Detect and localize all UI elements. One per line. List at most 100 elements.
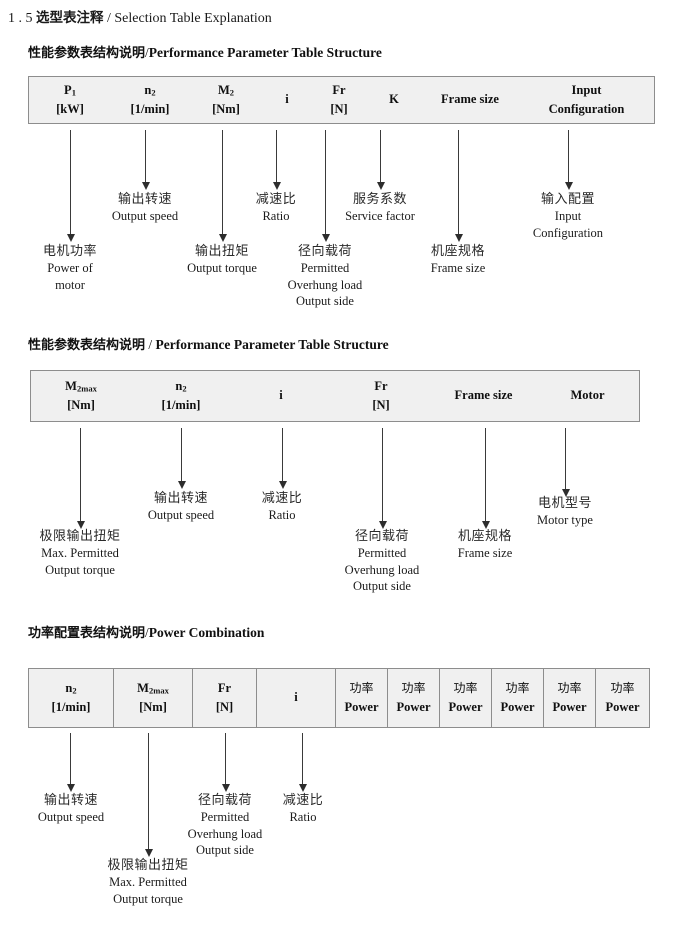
page-title-cn: 选型表注释 bbox=[36, 10, 104, 26]
note-frame-size-cn: 机座规格 bbox=[430, 244, 485, 259]
note-ratio-2-cn: 减速比 bbox=[261, 491, 303, 506]
note-max-permitted-output-torque-3-cn: 极限输出扭矩 bbox=[107, 858, 189, 873]
arrow-to-ratio bbox=[272, 130, 281, 190]
table3-col-power-5-en: Power bbox=[552, 699, 587, 714]
table2-col-fr-symbol: Fr bbox=[374, 378, 388, 393]
note-overhung-load-2-en-1: Permitted bbox=[357, 546, 407, 561]
table3-col-n2-symbol: n2 bbox=[65, 680, 77, 696]
note-ratio-2-en-1: Ratio bbox=[268, 508, 296, 523]
note-motor-type: 电机型号 Motor type bbox=[511, 495, 619, 529]
table2-col-motor-label: Motor bbox=[570, 388, 605, 403]
note-motor-type-en-1: Motor type bbox=[537, 513, 593, 528]
table2-col-n2-unit: [1/min] bbox=[161, 398, 201, 412]
section-2-heading-separator: / bbox=[148, 337, 153, 352]
arrow-to-max-permitted-output-torque-3 bbox=[144, 733, 153, 857]
section-number: 1 . 5 bbox=[8, 11, 33, 26]
section-2-heading: 性能参数表结构说明 / Performance Parameter Table … bbox=[28, 334, 389, 353]
table3-col-m2max: M2max [Nm] bbox=[113, 669, 192, 727]
note-output-speed-cn: 输出转速 bbox=[117, 192, 172, 207]
table1-col-input-configuration: Input Configuration bbox=[519, 77, 654, 123]
note-max-permitted-output-torque-en-2: Output torque bbox=[45, 562, 115, 577]
note-frame-size-2-cn: 机座规格 bbox=[457, 529, 512, 544]
table2-col-frame-size-label: Frame size bbox=[454, 388, 513, 403]
performance-parameter-table-2: M2max [Nm] n2 [1/min] i Fr [N] Frame siz… bbox=[30, 370, 640, 422]
note-max-permitted-output-torque-cn: 极限输出扭矩 bbox=[39, 529, 121, 544]
page-title: 1 . 5 选型表注释 / Selection Table Explanatio… bbox=[8, 6, 272, 27]
section-1-heading: 性能参数表结构说明/Performance Parameter Table St… bbox=[28, 42, 382, 61]
note-service-factor-cn: 服务系数 bbox=[352, 192, 407, 207]
note-output-speed: 输出转速 Output speed bbox=[90, 191, 200, 225]
table2-col-m2max-symbol: M2max bbox=[65, 378, 97, 394]
power-combination-table: n2 [1/min] M2max [Nm] Fr [N] i 功率 Power … bbox=[28, 668, 650, 728]
table3-col-m2max-unit: [Nm] bbox=[139, 700, 167, 714]
note-output-speed-3: 输出转速 Output speed bbox=[17, 792, 125, 826]
table1-col-n2-symbol: n2 bbox=[144, 82, 156, 98]
table3-col-power-1-cn: 功率 bbox=[349, 681, 374, 696]
note-max-permitted-output-torque: 极限输出扭矩 Max. Permitted Output torque bbox=[18, 528, 142, 578]
table1-col-n2: n2 [1/min] bbox=[111, 77, 189, 123]
arrow-to-frame-size bbox=[454, 130, 463, 242]
note-output-speed-2: 输出转速 Output speed bbox=[126, 490, 236, 524]
note-input-configuration-en-2: Configuration bbox=[532, 225, 604, 240]
section-1-heading-en: Performance Parameter Table Structure bbox=[148, 45, 382, 60]
table2-col-fr-unit: [N] bbox=[372, 398, 390, 412]
note-max-permitted-output-torque-en-1: Max. Permitted bbox=[41, 546, 119, 561]
table1-col-input-configuration-line2: Configuration bbox=[548, 102, 625, 116]
note-output-speed-3-cn: 输出转速 bbox=[43, 793, 98, 808]
note-output-speed-2-en-1: Output speed bbox=[147, 508, 215, 523]
table2-col-n2-symbol: n2 bbox=[175, 378, 187, 394]
note-overhung-load: 径向载荷 Permitted Overhung load Output side bbox=[268, 243, 382, 310]
note-input-configuration-en-1: Input bbox=[554, 209, 582, 224]
table3-col-power-1-en: Power bbox=[344, 699, 379, 714]
note-overhung-load-en-3: Output side bbox=[296, 294, 354, 309]
note-service-factor: 服务系数 Service factor bbox=[322, 191, 438, 225]
arrow-to-max-permitted-output-torque bbox=[76, 428, 85, 529]
arrow-to-output-speed bbox=[141, 130, 150, 190]
table3-col-fr-symbol: Fr bbox=[217, 680, 232, 695]
table3-col-power-4-cn: 功率 bbox=[505, 681, 530, 696]
note-overhung-load-2-en-2: Overhung load bbox=[344, 562, 420, 577]
note-ratio-3-en-1: Ratio bbox=[289, 810, 317, 825]
table1-col-n2-sub: 2 bbox=[151, 87, 156, 98]
table1-col-m2-sub: 2 bbox=[229, 87, 235, 98]
table1-col-i: i bbox=[263, 77, 311, 123]
table3-col-power-3: 功率 Power bbox=[439, 669, 491, 727]
table2-col-motor: Motor bbox=[536, 371, 639, 421]
note-motor-type-cn: 电机型号 bbox=[537, 496, 592, 511]
table3-col-power-6-en: Power bbox=[605, 699, 640, 714]
arrow-to-output-speed-2 bbox=[177, 428, 186, 489]
note-overhung-load-en-2: Overhung load bbox=[287, 277, 363, 292]
table1-col-fr: Fr [N] bbox=[311, 77, 367, 123]
arrow-to-input-configuration bbox=[564, 130, 573, 190]
note-overhung-load-3-en-3: Output side bbox=[196, 843, 254, 858]
table3-col-power-6-cn: 功率 bbox=[610, 681, 635, 696]
table3-col-n2-unit: [1/min] bbox=[51, 700, 91, 714]
table2-col-n2: n2 [1/min] bbox=[131, 371, 231, 421]
table1-col-m2-unit: [Nm] bbox=[212, 102, 240, 116]
arrow-to-motor-type bbox=[561, 428, 570, 497]
table2-col-frame-size: Frame size bbox=[431, 371, 536, 421]
note-input-configuration: 输入配置 Input Configuration bbox=[509, 191, 627, 241]
table1-col-n2-unit: [1/min] bbox=[130, 102, 170, 116]
note-frame-size: 机座规格 Frame size bbox=[404, 243, 512, 277]
table3-col-power-1: 功率 Power bbox=[335, 669, 387, 727]
table3-col-fr: Fr [N] bbox=[192, 669, 256, 727]
note-ratio-en-1: Ratio bbox=[262, 209, 290, 224]
note-overhung-load-3: 径向载荷 Permitted Overhung load Output side bbox=[168, 792, 282, 859]
table2-col-i: i bbox=[231, 371, 331, 421]
table2-col-fr: Fr [N] bbox=[331, 371, 431, 421]
note-frame-size-2: 机座规格 Frame size bbox=[431, 528, 539, 562]
note-overhung-load-3-en-2: Overhung load bbox=[187, 826, 263, 841]
note-output-speed-2-cn: 输出转速 bbox=[153, 491, 208, 506]
table1-col-fr-symbol: Fr bbox=[332, 82, 346, 97]
table3-col-power-5-cn: 功率 bbox=[557, 681, 582, 696]
note-overhung-load-2-cn: 径向载荷 bbox=[354, 529, 409, 544]
table1-col-frame-size-label: Frame size bbox=[441, 92, 499, 107]
table1-col-m2-symbol: M2 bbox=[217, 82, 235, 98]
note-output-torque-en-1: Output torque bbox=[187, 261, 257, 276]
table3-col-i: i bbox=[256, 669, 335, 727]
note-overhung-load-3-cn: 径向载荷 bbox=[197, 793, 252, 808]
note-ratio-cn: 减速比 bbox=[255, 192, 297, 207]
table1-col-k: K bbox=[367, 77, 421, 123]
note-power-of-motor-cn: 电机功率 bbox=[42, 244, 97, 259]
